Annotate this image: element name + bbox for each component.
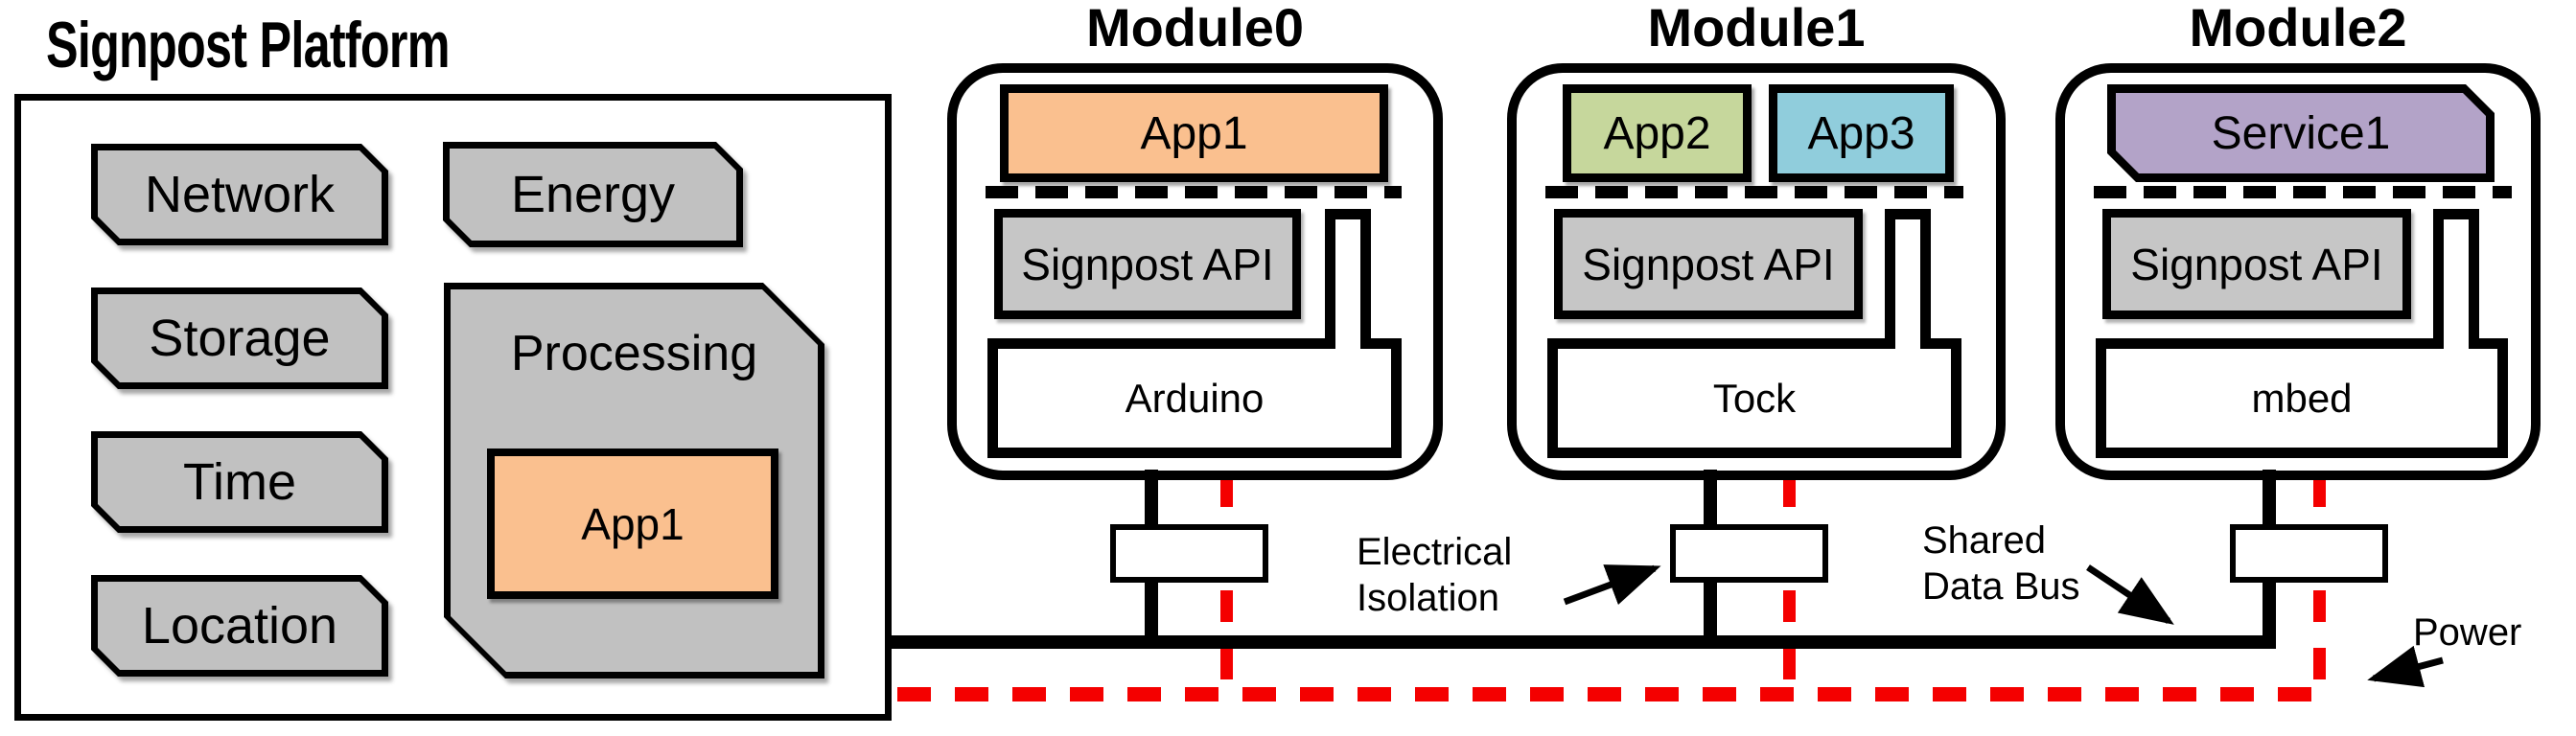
service-label: Storage bbox=[149, 310, 331, 367]
module1-app3-box: App3 bbox=[1769, 84, 1954, 182]
module1-app2-box: App2 bbox=[1563, 84, 1752, 182]
electrical-isolation-arrow bbox=[1563, 564, 1661, 606]
service-label: Location bbox=[141, 597, 338, 655]
tag-fill bbox=[2116, 93, 2486, 173]
tag-fill bbox=[98, 582, 382, 670]
service-label: Energy bbox=[510, 166, 676, 223]
module0-app1-box: App1 bbox=[1000, 84, 1388, 182]
power-line-module2 bbox=[2313, 475, 2326, 702]
module2-service1-box: Service1 bbox=[2107, 84, 2495, 182]
shared-data-bus-arrow bbox=[2086, 564, 2174, 625]
electrical-isolation-line1: Electrical bbox=[1357, 531, 1513, 573]
module1-api-box: Signpost API bbox=[1554, 209, 1863, 319]
power-bus-line bbox=[897, 687, 2326, 702]
isolation-box-module1 bbox=[1670, 524, 1828, 583]
tag-fill bbox=[450, 149, 736, 241]
electrical-isolation-line2: Isolation bbox=[1357, 577, 1499, 619]
module0-os-box: Arduino bbox=[987, 338, 1402, 458]
platform-title: Signpost Platform bbox=[46, 9, 450, 81]
service-tag-storage: Storage bbox=[91, 288, 388, 389]
module1-os-box: Tock bbox=[1547, 338, 1961, 458]
service-tag-location: Location bbox=[91, 575, 388, 677]
module1-os-arm bbox=[1885, 209, 1931, 349]
api-label: Signpost API bbox=[1582, 239, 1835, 289]
service1-label: Service1 bbox=[2211, 107, 2391, 159]
tag-fill bbox=[98, 438, 382, 526]
module2-title: Module2 bbox=[2189, 0, 2407, 58]
module0-os-arm bbox=[1325, 209, 1371, 349]
service-label: Network bbox=[144, 166, 336, 223]
shared-data-bus-line bbox=[892, 635, 2276, 649]
module2-os-box: mbed bbox=[2096, 338, 2508, 458]
platform-app1-label: App1 bbox=[581, 498, 685, 549]
os-label: Tock bbox=[1712, 375, 1797, 421]
service-tag-energy: Energy bbox=[443, 142, 743, 247]
module2-kernel-boundary bbox=[2094, 186, 2512, 198]
power-arrow bbox=[2367, 645, 2444, 688]
module0-kernel-boundary bbox=[986, 186, 1402, 198]
service-tag-network: Network bbox=[91, 144, 388, 245]
service-tag-time: Time bbox=[91, 431, 388, 533]
app-label: App2 bbox=[1603, 107, 1711, 159]
tag-fill bbox=[98, 150, 382, 239]
app-label: App3 bbox=[1807, 107, 1915, 159]
processing-tag: Processing App1 bbox=[444, 283, 824, 678]
tag-fill bbox=[98, 294, 382, 382]
module2-api-box: Signpost API bbox=[2102, 209, 2411, 319]
power-label: Power bbox=[2413, 611, 2522, 654]
shared-data-bus-line1: Shared bbox=[1922, 519, 2046, 562]
api-label: Signpost API bbox=[1021, 239, 1274, 289]
module1-kernel-boundary bbox=[1545, 186, 1963, 198]
isolation-box-module2 bbox=[2230, 524, 2388, 583]
platform-app1-box: App1 bbox=[487, 448, 778, 599]
isolation-box-module0 bbox=[1110, 524, 1268, 583]
service-label: Time bbox=[183, 453, 296, 511]
power-line-module0 bbox=[1220, 475, 1233, 702]
module0-api-box: Signpost API bbox=[994, 209, 1301, 319]
module1-title: Module1 bbox=[1647, 0, 1866, 58]
power-line-module1 bbox=[1783, 475, 1796, 702]
api-label: Signpost API bbox=[2130, 239, 2383, 289]
electrical-isolation-label: Electrical Isolation bbox=[1357, 529, 1512, 621]
shared-data-bus-line2: Data Bus bbox=[1922, 565, 2080, 608]
module0-title: Module0 bbox=[1085, 0, 1305, 58]
processing-label: Processing bbox=[510, 326, 758, 381]
module2-os-arm bbox=[2433, 209, 2479, 349]
shared-data-bus-label: Shared Data Bus bbox=[1922, 518, 2080, 610]
os-label: mbed bbox=[2251, 375, 2353, 421]
app-label: App1 bbox=[1140, 107, 1248, 159]
os-label: Arduino bbox=[1125, 375, 1265, 421]
